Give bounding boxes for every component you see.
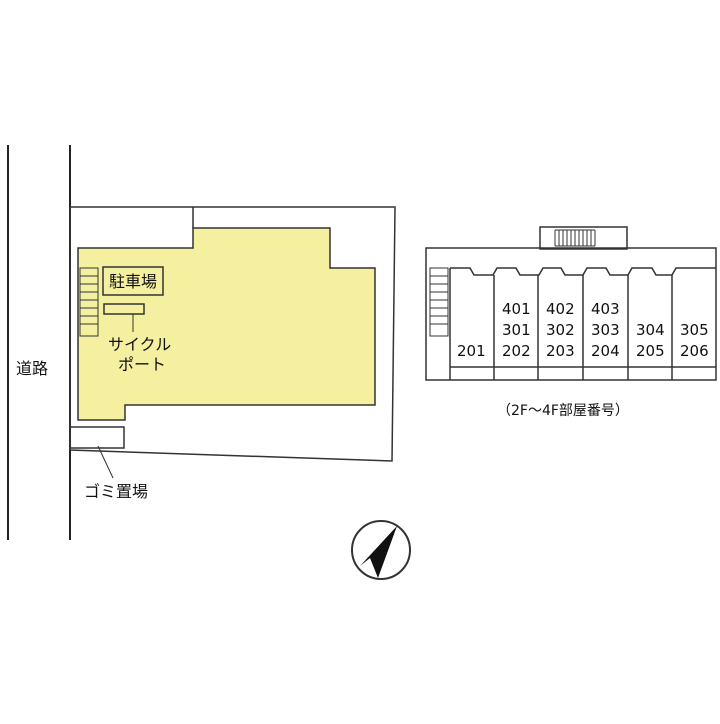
unit-5-line3: 205 <box>636 342 665 360</box>
floor-plan-caption: （2F～4F部屋番号） <box>497 403 629 419</box>
building-footprint <box>77 227 376 421</box>
garbage-area-box <box>69 426 125 449</box>
floor-plan <box>425 226 717 381</box>
road-label: 道路 <box>16 359 48 378</box>
unit-4-line2: 303 <box>591 321 620 339</box>
bicycle-port-box <box>103 303 145 315</box>
garbage-label: ゴミ置場 <box>84 482 148 501</box>
stairs-floor-icon <box>429 267 449 337</box>
unit-3-line3: 203 <box>546 342 575 360</box>
unit-6-line3: 206 <box>680 342 709 360</box>
unit-2-line2: 301 <box>502 321 531 339</box>
unit-3-line2: 302 <box>546 321 575 339</box>
site-boundary <box>69 206 396 462</box>
unit-2-line3: 202 <box>502 342 531 360</box>
unit-5-line2: 304 <box>636 321 665 339</box>
unit-4-line3: 204 <box>591 342 620 360</box>
parking-label: 駐車場 <box>109 272 157 291</box>
garbage-leader-line <box>97 445 114 479</box>
parking-box <box>102 266 164 296</box>
bicycle-label-line1: サイクル <box>108 335 171 354</box>
stairs-left-icon <box>79 267 99 337</box>
unit-3-line1: 402 <box>546 300 575 318</box>
unit-1-line3: 201 <box>457 342 486 360</box>
unit-4-line1: 403 <box>591 300 620 318</box>
bicycle-label-line2: ポート <box>118 355 166 374</box>
north-arrow-icon <box>351 520 411 580</box>
unit-labels: 201 401 301 202 402 302 203 403 303 204 … <box>457 300 709 360</box>
unit-6-line2: 305 <box>680 321 709 339</box>
unit-2-line1: 401 <box>502 300 531 318</box>
